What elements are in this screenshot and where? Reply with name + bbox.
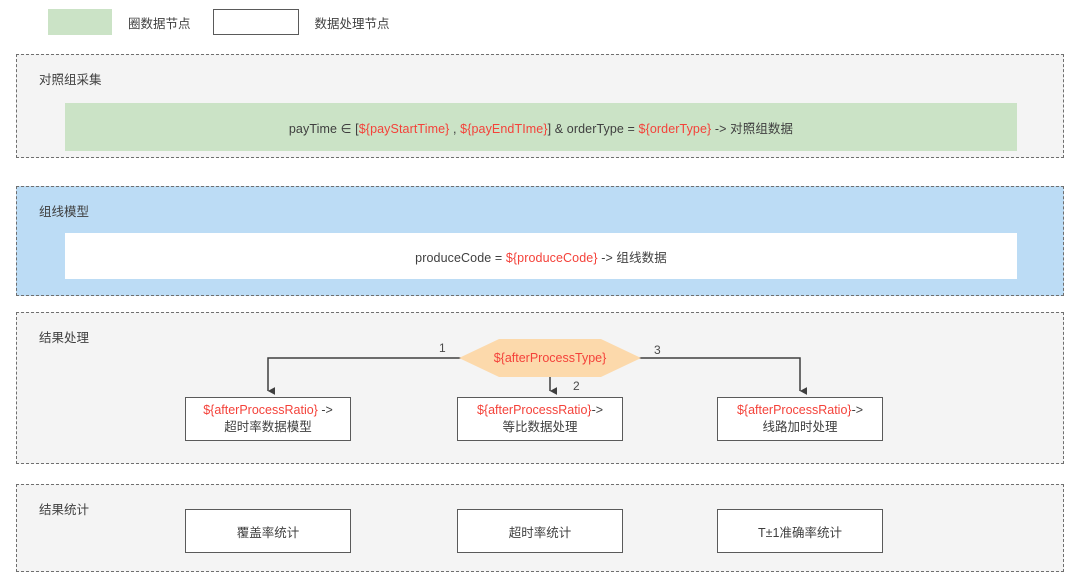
process-node-proportional-data[interactable]: ${afterProcessRatio}-> 等比数据处理 bbox=[457, 397, 623, 441]
branch-label-2: 2 bbox=[573, 379, 580, 393]
process-node-timeout-rate-model[interactable]: ${afterProcessRatio} -> 超时率数据模型 bbox=[185, 397, 351, 441]
process-node-2-label: 等比数据处理 bbox=[502, 420, 578, 434]
formula-part-3: ] & orderType = bbox=[547, 121, 639, 136]
flow-connectors bbox=[267, 357, 807, 395]
control-group-formula: payTime ∈ [${payStartTime} , ${payEndTIm… bbox=[289, 118, 793, 137]
formula-part-1: payTime ∈ [ bbox=[288, 121, 359, 136]
line-model-process-node[interactable]: produceCode = ${produceCode} -> 组线数据 bbox=[65, 233, 1017, 279]
section-result-statistics: 结果统计 覆盖率统计 超时率统计 T±1准确率统计 bbox=[16, 484, 1064, 572]
legend-green-label: 圈数据节点 bbox=[128, 16, 191, 31]
legend: 圈数据节点 数据处理节点 bbox=[48, 8, 390, 36]
stat-node-coverage-rate[interactable]: 覆盖率统计 bbox=[185, 509, 351, 553]
process-node-1-var: ${afterProcessRatio} bbox=[203, 403, 318, 418]
formula-var-pay-start-time: ${payStartTime} bbox=[358, 121, 450, 136]
process-node-3-label: 线路加时处理 bbox=[762, 420, 838, 434]
decision-diamond-shape bbox=[459, 339, 641, 377]
line-formula-var-produce-code: ${produceCode} bbox=[505, 250, 598, 265]
control-group-data-node[interactable]: payTime ∈ [${payStartTime} , ${payEndTIm… bbox=[65, 103, 1017, 151]
section-line-model-title: 组线模型 bbox=[39, 205, 90, 219]
process-node-2-expression: ${afterProcessRatio}-> bbox=[477, 402, 603, 419]
legend-green-swatch-icon bbox=[48, 9, 112, 35]
legend-box-label: 数据处理节点 bbox=[314, 16, 390, 31]
section-line-model: 组线模型 produceCode = ${produceCode} -> 组线数… bbox=[16, 186, 1064, 296]
line-model-formula: produceCode = ${produceCode} -> 组线数据 bbox=[415, 247, 667, 266]
branch-label-3: 3 bbox=[654, 343, 661, 357]
section-result-statistics-title: 结果统计 bbox=[39, 503, 90, 517]
formula-part-4: -> 对照组数据 bbox=[711, 121, 794, 136]
process-node-1-arrow: -> bbox=[317, 403, 333, 418]
formula-var-pay-end-time: ${payEndTIme} bbox=[460, 121, 548, 136]
process-node-3-arrow: -> bbox=[851, 403, 864, 418]
process-node-2-var: ${afterProcessRatio} bbox=[476, 403, 592, 418]
process-node-1-label: 超时率数据模型 bbox=[224, 420, 312, 434]
process-node-line-extra-time[interactable]: ${afterProcessRatio}-> 线路加时处理 bbox=[717, 397, 883, 441]
process-node-3-var: ${afterProcessRatio} bbox=[736, 403, 852, 418]
legend-box-swatch-icon bbox=[212, 9, 299, 35]
process-node-2-arrow: -> bbox=[591, 403, 604, 418]
stat-node-timeout-rate[interactable]: 超时率统计 bbox=[457, 509, 623, 553]
process-node-1-expression: ${afterProcessRatio} -> bbox=[203, 402, 333, 419]
decision-label: ${afterProcessType} bbox=[493, 351, 607, 365]
decision-after-process-type[interactable]: ${afterProcessType} bbox=[459, 339, 641, 377]
line-formula-part-1: produceCode = bbox=[415, 250, 506, 265]
section-control-group-title: 对照组采集 bbox=[39, 73, 102, 87]
section-result-processing: 结果处理 ${afterProcessType} 1 2 3 ${afterPr… bbox=[16, 312, 1064, 464]
line-formula-part-2: -> 组线数据 bbox=[597, 250, 667, 265]
section-control-group: 对照组采集 payTime ∈ [${payStartTime} , ${pay… bbox=[16, 54, 1064, 158]
process-node-3-expression: ${afterProcessRatio}-> bbox=[737, 402, 863, 419]
formula-part-2: , bbox=[449, 121, 461, 136]
stat-node-t-plus-minus-1-accuracy[interactable]: T±1准确率统计 bbox=[717, 509, 883, 553]
section-result-processing-title: 结果处理 bbox=[39, 331, 90, 345]
branch-label-1: 1 bbox=[439, 341, 446, 355]
formula-var-order-type: ${orderType} bbox=[638, 121, 712, 136]
